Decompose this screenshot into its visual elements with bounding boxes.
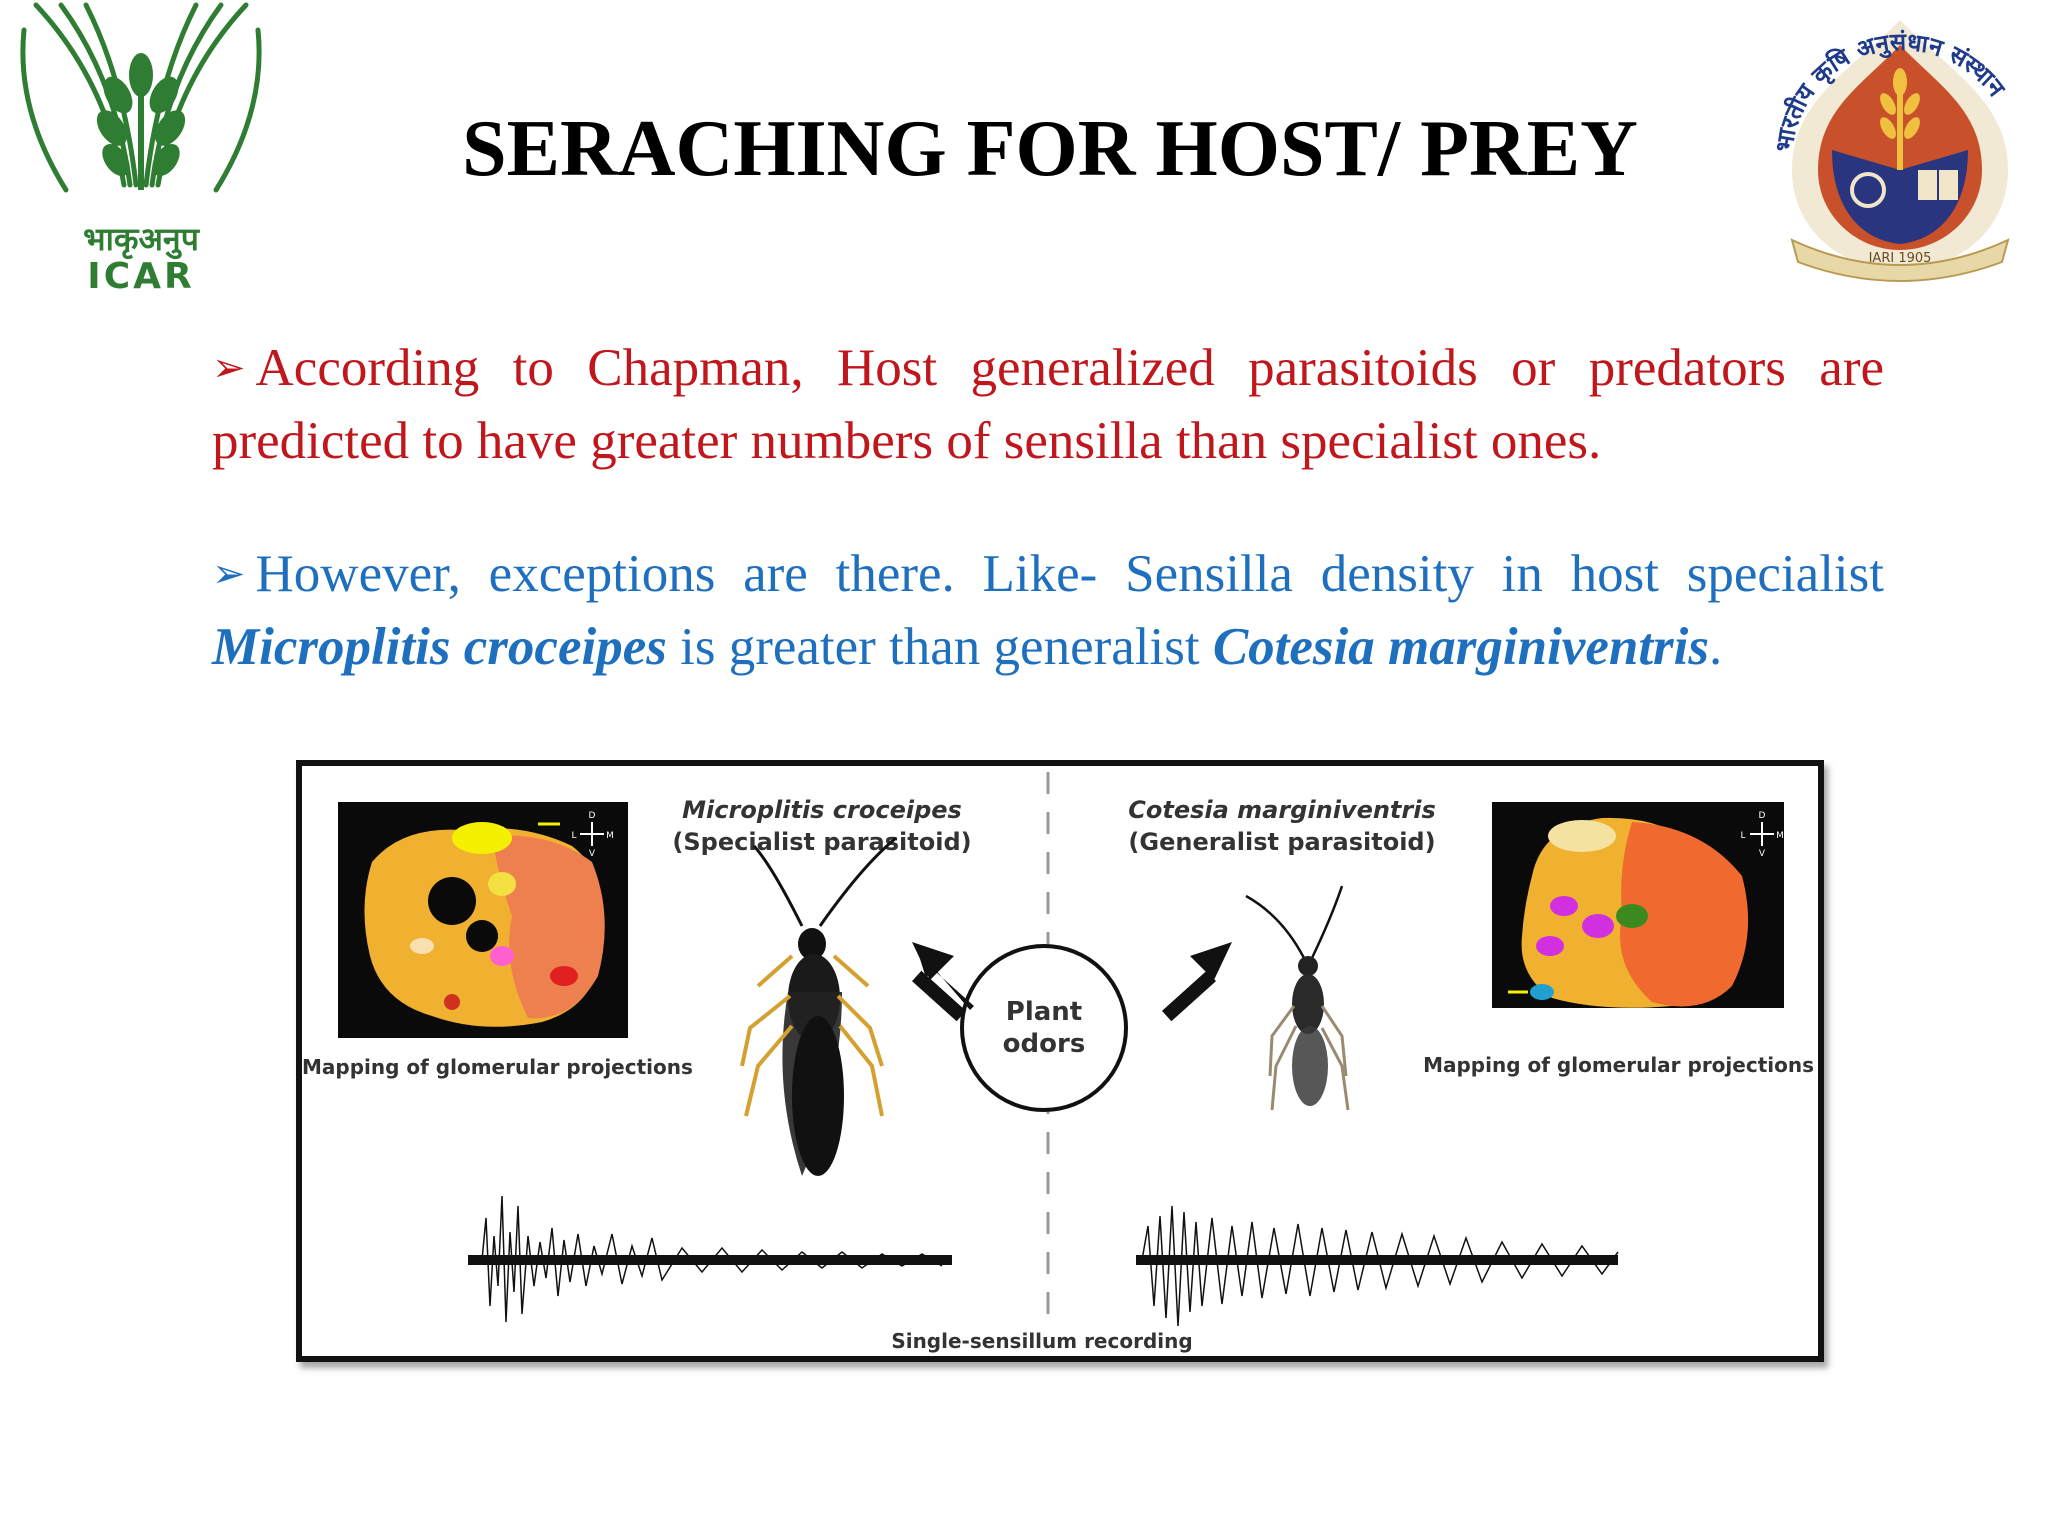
left-compass-d: D [589,811,596,821]
plant-odors-line1: Plant [1006,997,1082,1027]
generalist-wasp-image [1245,885,1350,1111]
arrow-to-generalist [1162,942,1232,1022]
plant-odors-circle [960,944,1128,1112]
arrow-to-specialist [912,942,974,1022]
figure-panel: D L M V Mapping of glomerular projection… [296,760,1824,1362]
left-ssr-trace [468,1195,952,1323]
left-role-label: (Specialist parasitoid) [672,828,971,856]
right-species-label: Cotesia marginiventris [1128,796,1436,824]
bullet-1-text: According to Chapman, Host generalized p… [212,339,1884,470]
right-compass-m: M [1776,831,1784,841]
species-specialist: Microplitis croceipes [212,618,667,676]
left-species-label: Microplitis croceipes [682,796,962,824]
left-compass-l: L [571,831,576,841]
left-compass-m: M [606,831,614,841]
bullet-1: ➢According to Chapman, Host generalized … [212,334,1884,476]
bullet-1-marker: ➢ [212,345,246,391]
iari-emblem-ribbon: IARI 1905 [1869,251,1932,266]
bullet-2: ➢However, exceptions are there. Like- Se… [212,540,1884,682]
figure-illustration: D L M V Mapping of glomerular projection… [302,772,1814,1353]
iari-emblem: IARI 1905 भारतीय कृषि अनुसंधान संस्थान [1770,20,2012,282]
left-compass [580,822,604,846]
slide-title: SERACHING FOR HOST/ PREY [462,105,1638,193]
bullet-2-marker: ➢ [212,551,246,597]
species-generalist: Cotesia marginiventris [1212,618,1710,676]
specialist-wasp-image [740,836,897,1176]
icar-logo: भाकृअनुप ICAR [20,2,262,297]
left-compass-v: V [589,849,596,859]
bullet-2-text-b: is greater than generalist [666,618,1213,676]
bullet-2-text-c: . [1709,618,1723,676]
right-compass-l: L [1740,831,1745,841]
right-compass [1750,822,1774,846]
ssr-caption: Single-sensillum recording [891,1329,1192,1353]
right-glomerular-map [1492,802,1784,1008]
bullet-2-text-a: However, exceptions are there. Like- Sen… [255,545,1884,603]
icar-logo-text: ICAR [87,256,194,297]
right-compass-d: D [1759,811,1766,821]
right-role-label: (Generalist parasitoid) [1128,828,1435,856]
plant-odors-line2: odors [1003,1029,1086,1059]
right-map-caption: Mapping of glomerular projections [1423,1053,1814,1077]
left-map-caption: Mapping of glomerular projections [302,1055,693,1079]
right-compass-v: V [1759,849,1766,859]
left-glomerular-map [338,802,628,1038]
right-ssr-trace [1136,1205,1619,1327]
icar-logo-hindi: भाकृअनुप [83,220,201,260]
